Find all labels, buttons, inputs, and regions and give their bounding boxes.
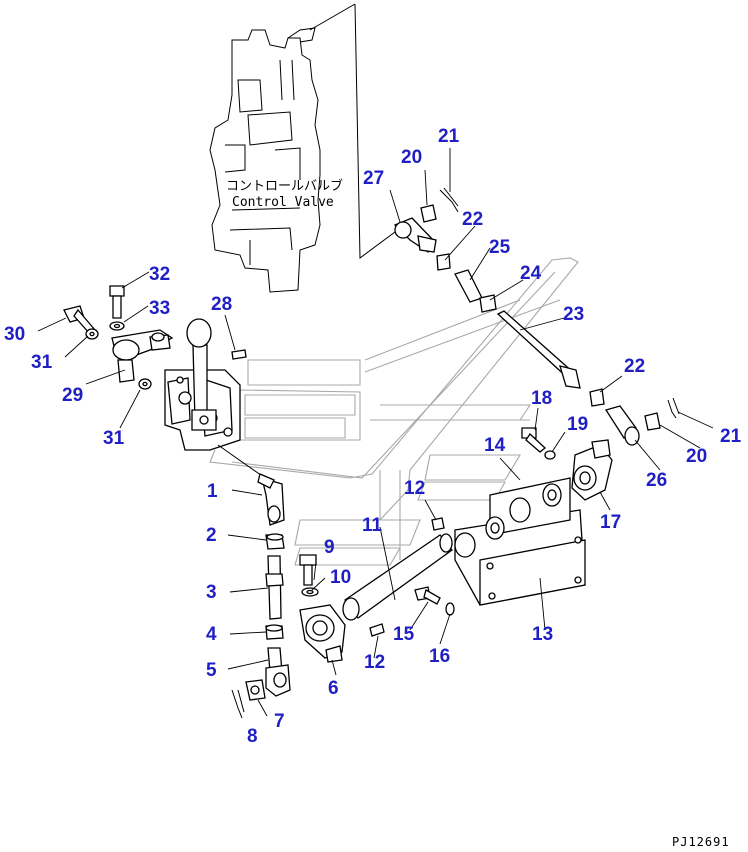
callout-2: 2 <box>206 525 217 546</box>
rod-23 <box>496 310 581 389</box>
stud-3 <box>265 555 284 620</box>
lever-17 <box>571 439 613 501</box>
callout-18: 18 <box>531 388 552 409</box>
nut-20a <box>420 204 437 223</box>
callout-31b: 31 <box>103 428 125 449</box>
valve-label-en: Control Valve <box>232 195 334 210</box>
lever-bracket <box>164 318 241 451</box>
cotter-pin-21a <box>439 187 459 213</box>
callout-12a: 12 <box>404 478 425 499</box>
pin-12a <box>431 517 445 531</box>
callout-15: 15 <box>393 624 415 645</box>
bolt-15 <box>414 586 441 605</box>
nut-22b <box>589 388 605 407</box>
callout-3: 3 <box>206 582 217 603</box>
callout-8: 8 <box>247 726 258 747</box>
valve-label-jp: コントロールバルブ <box>226 178 343 194</box>
rod-end-26 <box>604 405 640 446</box>
callout-12b: 12 <box>364 652 385 673</box>
callout-11: 11 <box>362 515 383 536</box>
washer-31b <box>138 378 152 390</box>
washer-10 <box>301 587 319 597</box>
cotter-pin-21b <box>667 397 680 419</box>
bolt-32 <box>109 285 125 319</box>
bracket-13 <box>454 477 586 606</box>
frame-background <box>209 257 579 566</box>
callout-23: 23 <box>563 304 584 325</box>
callout-17: 17 <box>600 512 621 533</box>
rod-end-5 <box>265 647 291 697</box>
callout-27: 27 <box>363 168 384 189</box>
callout-24: 24 <box>520 263 542 284</box>
rod-end-1 <box>217 444 285 526</box>
bolt-18 <box>521 427 546 453</box>
bushings-14 <box>485 483 562 540</box>
callout-29: 29 <box>62 385 83 406</box>
leader-lines <box>37 148 714 717</box>
callout-10: 10 <box>330 567 351 588</box>
callout-16: 16 <box>429 646 450 667</box>
washer-33 <box>109 321 125 331</box>
callout-26: 26 <box>646 470 667 491</box>
callout-20b: 20 <box>686 446 707 467</box>
nut-4 <box>265 624 284 640</box>
callout-6: 6 <box>328 678 339 699</box>
callout-31a: 31 <box>31 352 53 373</box>
callout-1: 1 <box>207 481 218 502</box>
callout-33: 33 <box>149 298 170 319</box>
callout-22b: 22 <box>624 356 645 377</box>
callout-19: 19 <box>567 414 588 435</box>
callout-14: 14 <box>484 435 506 456</box>
callout-25: 25 <box>489 237 511 258</box>
bracket-29 <box>111 329 174 383</box>
callout-22a: 22 <box>462 209 483 230</box>
callout-28: 28 <box>211 294 232 315</box>
shaft-11 <box>342 533 453 621</box>
callout-21b: 21 <box>720 426 742 447</box>
lever-6 <box>299 604 346 663</box>
callout-20a: 20 <box>401 147 422 168</box>
callout-13: 13 <box>532 624 553 645</box>
callout-21a: 21 <box>438 126 460 147</box>
callout-5: 5 <box>206 660 217 681</box>
nut-2 <box>265 533 285 550</box>
nut-7 <box>245 679 266 701</box>
callout-4: 4 <box>206 624 217 645</box>
callouts: 1 2 3 4 5 6 7 8 9 10 11 12 12 13 14 15 1… <box>4 126 742 747</box>
washer-19 <box>544 450 556 460</box>
callout-30: 30 <box>4 324 25 345</box>
pin-28 <box>231 349 247 360</box>
washer-16 <box>445 602 455 616</box>
drawing-number: PJ12691 <box>672 835 730 849</box>
rod-end-27 <box>393 217 437 253</box>
control-valve: コントロールバルブ Control Valve <box>209 3 396 293</box>
callout-7: 7 <box>274 711 285 732</box>
bolt-9 <box>299 554 317 586</box>
turnbuckle-25 <box>454 269 483 303</box>
callout-9: 9 <box>324 537 335 558</box>
nut-20b <box>644 412 661 431</box>
callout-32: 32 <box>149 264 170 285</box>
cotter-pin-8 <box>231 689 245 719</box>
washer-31a <box>85 328 99 340</box>
pin-12b <box>369 623 385 637</box>
